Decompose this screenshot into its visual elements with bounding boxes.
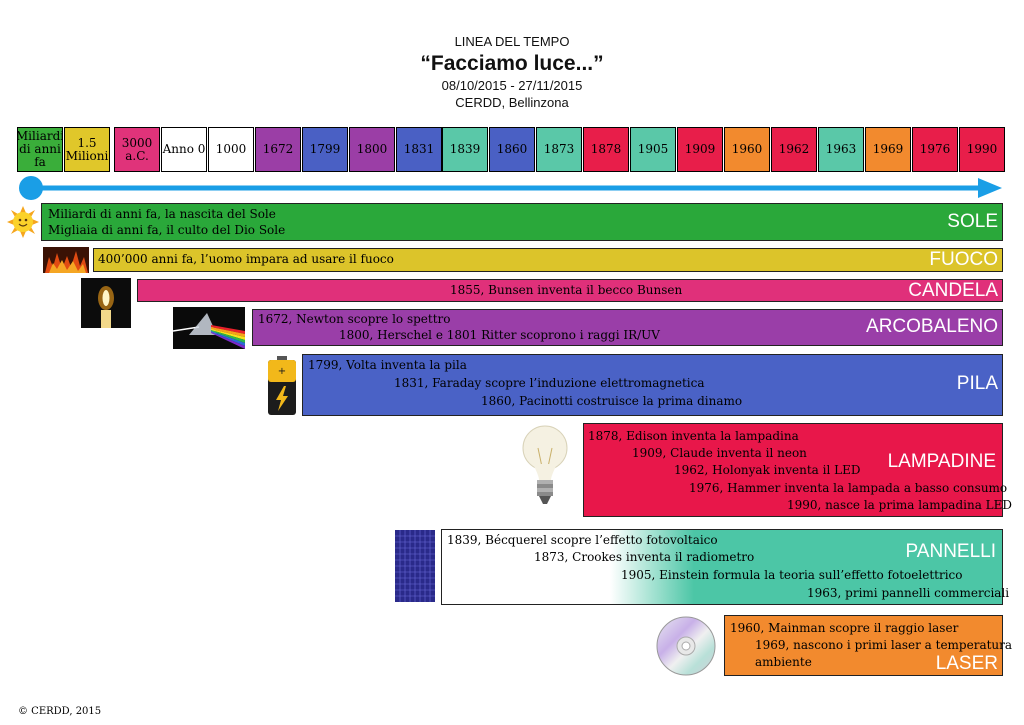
arcobaleno-line-1: 1672, Newton scopre lo spettro	[258, 312, 451, 326]
pannelli-line-3: 1905, Einstein formula la teoria sull’ef…	[621, 568, 963, 582]
laser-line-2: 1969, nascono i primi laser a temperatur…	[755, 638, 1013, 652]
band-sole: Miliardi di anni fa, la nascita del Sole…	[41, 203, 1003, 241]
laser-line-3: ambiente	[755, 655, 812, 669]
timeline-cell: 1905	[630, 127, 676, 172]
sole-line-1: Miliardi di anni fa, la nascita del Sole	[48, 207, 276, 221]
candela-line-1: 1855, Bunsen inventa il becco Bunsen	[450, 283, 683, 297]
band-name-pannelli: PANNELLI	[905, 541, 996, 562]
timeline-cell: 1969	[865, 127, 911, 172]
timeline-cell: 1909	[677, 127, 723, 172]
lampadine-line-3: 1962, Holonyak inventa il LED	[674, 463, 861, 477]
timeline-cell: 1960	[724, 127, 770, 172]
timeline-cell: 1831	[396, 127, 442, 172]
band-laser: 1960, Mainman scopre il raggio laser 196…	[724, 615, 1012, 676]
timeline-cell: 1962	[771, 127, 817, 172]
fire-icon	[43, 247, 89, 273]
band-name-sole: SOLE	[947, 211, 998, 232]
band-lampadine: 1878, Edison inventa la lampadina 1909, …	[583, 423, 1012, 517]
sun-icon	[7, 206, 39, 238]
header-place: CERDD, Bellinzona	[455, 95, 569, 110]
band-name-laser: LASER	[935, 653, 998, 674]
arcobaleno-line-2: 1800, Herschel e 1801 Ritter scoprono i …	[339, 328, 660, 342]
timeline-cell: 1976	[912, 127, 958, 172]
laser-line-1: 1960, Mainman scopre il raggio laser	[730, 621, 959, 635]
timeline-cell: 1873	[536, 127, 582, 172]
band-pannelli: 1839, Bécquerel scopre l’effetto fotovol…	[441, 529, 1009, 605]
band-arcobaleno: 1672, Newton scopre lo spettro 1800, Her…	[252, 309, 1003, 346]
timeline-cell: 1672	[255, 127, 301, 172]
pila-line-2: 1831, Faraday scopre l’induzione elettro…	[394, 376, 705, 390]
pannelli-line-2: 1873, Crookes inventa il radiometro	[534, 550, 755, 564]
band-name-candela: CANDELA	[908, 280, 998, 301]
lampadine-line-5: 1990, nasce la prima lampadina LED	[787, 498, 1013, 512]
band-name-arcobaleno: ARCOBALENO	[866, 316, 998, 337]
fuoco-line-1: 400’000 anni fa, l’uomo impara ad usare …	[98, 252, 394, 266]
sole-line-2: Migliaia di anni fa, il culto del Dio So…	[48, 223, 286, 237]
timeline-cell: Miliardi di anni fa	[17, 127, 63, 172]
band-name-fuoco: FUOCO	[929, 249, 998, 270]
band-name-lampadine: LAMPADINE	[887, 451, 996, 472]
timeline-cell: 1799	[302, 127, 348, 172]
lightbulb-icon	[522, 425, 568, 504]
svg-text:+: +	[278, 366, 286, 377]
solar-panel-icon	[395, 530, 435, 602]
timeline-cell: 1.5 Milioni	[64, 127, 110, 172]
band-pila: 1799, Volta inventa la pila 1831, Farada…	[302, 354, 1003, 416]
timeline-cell: Anno 0	[161, 127, 207, 172]
battery-icon: +	[268, 356, 296, 415]
timeline-cell: 1000	[208, 127, 254, 172]
pila-line-1: 1799, Volta inventa la pila	[308, 358, 467, 372]
prism-icon	[173, 307, 245, 349]
timeline-cell: 1878	[583, 127, 629, 172]
timeline-arrow	[19, 176, 1002, 200]
timeline-cell: 1963	[818, 127, 864, 172]
timeline-cell: 3000 a.C.	[114, 127, 160, 172]
page-title: “Facciamo luce...”	[420, 52, 604, 75]
pannelli-line-4: 1963, primi pannelli commerciali	[807, 586, 1010, 600]
candle-icon	[81, 278, 131, 328]
timeline-cell: 1990	[959, 127, 1005, 172]
pila-line-3: 1860, Pacinotti costruisce la prima dina…	[481, 394, 743, 408]
cd-icon	[656, 616, 716, 676]
pannelli-line-1: 1839, Bécquerel scopre l’effetto fotovol…	[447, 533, 718, 547]
lampadine-line-4: 1976, Hammer inventa la lampada a basso …	[689, 481, 1008, 495]
timeline-cell: 1839	[442, 127, 488, 172]
footer-copyright: © CERDD, 2015	[18, 706, 102, 717]
band-candela: 1855, Bunsen inventa il becco Bunsen CAN…	[137, 279, 1003, 302]
band-fuoco: 400’000 anni fa, l’uomo impara ad usare …	[93, 248, 1003, 272]
timeline-cell: 1800	[349, 127, 395, 172]
band-name-pila: PILA	[956, 373, 998, 394]
header-subtitle: LINEA DEL TEMPO	[454, 34, 570, 49]
lampadine-line-1: 1878, Edison inventa la lampadina	[588, 429, 799, 443]
timeline-cell: 1860	[489, 127, 535, 172]
lampadine-line-2: 1909, Claude inventa il neon	[632, 446, 807, 460]
header-dates: 08/10/2015 - 27/11/2015	[441, 78, 583, 93]
